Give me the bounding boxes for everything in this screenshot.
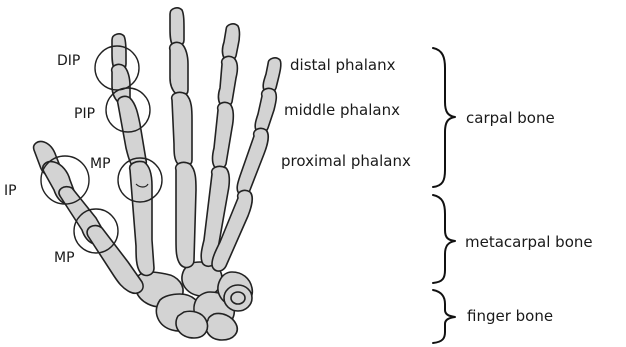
carpal-bone-label: carpal bone: [466, 109, 555, 127]
thumb-bones: [34, 141, 143, 293]
metacarpal-brace: [433, 195, 455, 283]
index-finger-bones: [112, 34, 154, 276]
proximal-phalanx-label: proximal phalanx: [281, 152, 411, 170]
pip-label: PIP: [74, 106, 95, 122]
ip-label: IP: [4, 183, 17, 199]
dip-label: DIP: [57, 53, 80, 69]
mp-thumb-label: MP: [54, 250, 75, 266]
metacarpal-bone-label: metacarpal bone: [465, 233, 593, 251]
carpal-brace: [433, 48, 455, 187]
middle-phalanx-label: middle phalanx: [284, 101, 400, 119]
middle-finger-bones: [170, 8, 196, 268]
distal-phalanx-label: distal phalanx: [290, 56, 396, 74]
mp-finger-label: MP: [90, 156, 111, 172]
finger-bone-label: finger bone: [467, 307, 553, 325]
finger-bone-brace: [433, 290, 455, 343]
